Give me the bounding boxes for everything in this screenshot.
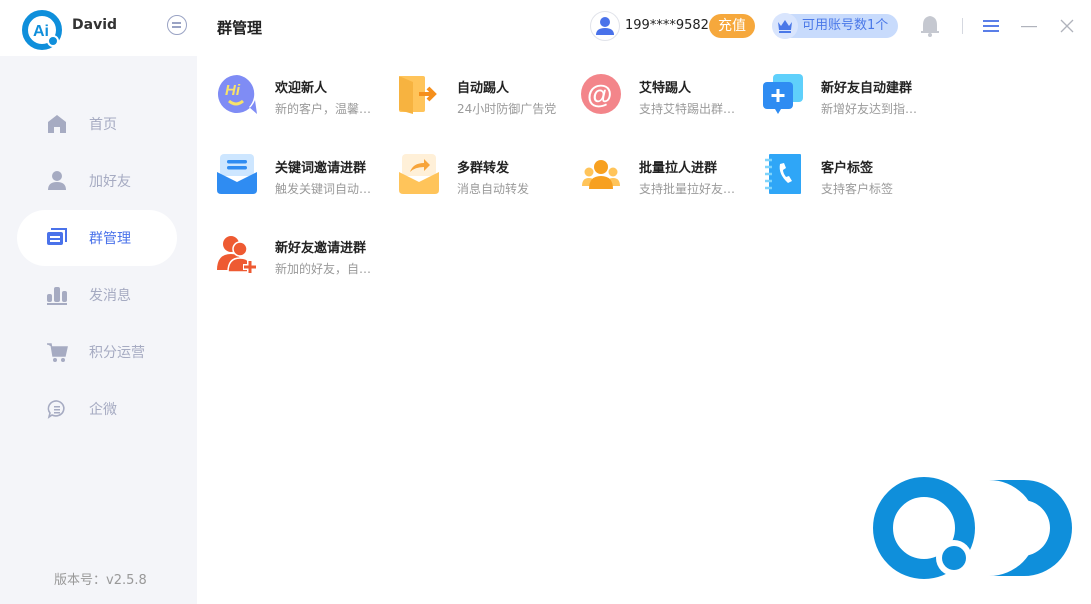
svg-text:Hi: Hi xyxy=(225,82,241,99)
user-icon xyxy=(48,171,66,190)
divider xyxy=(962,18,963,34)
sidebar-item-label: 群管理 xyxy=(89,231,131,247)
top-bar: 群管理 199****9582 充值 可用账号数1个 xyxy=(197,0,1091,56)
group-manage-icon xyxy=(47,228,67,245)
feature-new-friend-invite[interactable]: 新好友邀请进群 新加的好友，自… xyxy=(217,226,397,282)
feature-customer-tag[interactable]: 客户标签 支持客户标签 xyxy=(763,146,943,202)
crown-icon xyxy=(772,13,798,39)
sidebar-item-send-message[interactable]: 发消息 xyxy=(17,267,177,323)
feature-auto-create-group[interactable]: 新好友自动建群 新增好友达到指… xyxy=(763,66,943,122)
sidebar-item-add-friend[interactable]: 加好友 xyxy=(17,153,177,209)
feature-desc: 支持客户标签 xyxy=(821,182,894,196)
forward-envelope-icon xyxy=(399,154,439,194)
feature-desc: 消息自动转发 xyxy=(457,182,530,196)
user-name: David xyxy=(72,17,118,33)
sidebar-item-group-manage[interactable]: 群管理 xyxy=(17,210,177,266)
feature-title: 艾特踢人 xyxy=(639,81,692,96)
qd-watermark-logo xyxy=(873,477,1072,579)
page-title: 群管理 xyxy=(217,19,263,37)
svg-text:@: @ xyxy=(587,79,612,109)
hi-bubble-icon: Hi xyxy=(217,74,257,114)
feature-desc: 支持批量拉好友… xyxy=(639,182,736,196)
feature-title: 批量拉人进群 xyxy=(639,161,718,176)
feature-title: 关键词邀请进群 xyxy=(275,161,367,176)
phone-book-icon xyxy=(765,154,801,194)
sidebar-item-label: 发消息 xyxy=(89,288,131,304)
feature-at-kick[interactable]: @ 艾特踢人 支持艾特踢出群… xyxy=(581,66,761,122)
available-accounts-label: 可用账号数1个 xyxy=(802,18,889,33)
feature-title: 多群转发 xyxy=(457,161,510,176)
feature-multi-forward[interactable]: 多群转发 消息自动转发 xyxy=(399,146,579,202)
svg-text:Ai: Ai xyxy=(33,23,49,40)
menu-icon[interactable] xyxy=(983,16,999,36)
envelope-list-icon xyxy=(217,154,257,194)
sidebar-item-points[interactable]: 积分运营 xyxy=(17,324,177,380)
minimize-icon[interactable] xyxy=(1021,16,1037,36)
user-avatar-icon xyxy=(596,17,614,35)
feature-desc: 支持艾特踢出群… xyxy=(639,102,736,116)
feature-welcome[interactable]: Hi 欢迎新人 新的客户，温馨… xyxy=(217,66,397,122)
sidebar-item-home[interactable]: 首页 xyxy=(17,96,177,152)
sidebar-header: Ai David xyxy=(0,0,197,56)
home-icon xyxy=(48,115,66,133)
feature-title: 欢迎新人 xyxy=(275,81,328,96)
exit-door-icon xyxy=(399,76,437,114)
bar-chart-icon xyxy=(47,287,67,305)
feature-desc: 24小时防御广告党 xyxy=(457,102,557,116)
bell-icon[interactable] xyxy=(919,14,941,38)
sidebar-item-label: 首页 xyxy=(89,117,117,133)
feature-keyword-invite[interactable]: 关键词邀请进群 触发关键词自动… xyxy=(217,146,397,202)
feature-title: 新好友自动建群 xyxy=(821,81,913,96)
feature-title: 自动踢人 xyxy=(457,81,510,96)
sidebar: Ai David 首页 加好友 群管理 发消息 xyxy=(0,0,197,604)
close-icon[interactable] xyxy=(1060,16,1074,36)
version-label: 版本号：v2.5.8 xyxy=(54,573,147,588)
feature-title: 新好友邀请进群 xyxy=(275,241,367,256)
feature-desc: 新加的好友，自… xyxy=(275,262,372,276)
feature-batch-pull[interactable]: 批量拉人进群 支持批量拉好友… xyxy=(581,146,761,202)
avatar[interactable] xyxy=(590,11,620,41)
available-accounts-badge[interactable]: 可用账号数1个 xyxy=(772,13,898,39)
add-user-icon xyxy=(217,236,257,274)
app-logo-icon: Ai xyxy=(22,10,62,50)
people-group-icon xyxy=(582,160,620,189)
phone-number: 199****9582 xyxy=(625,18,709,33)
at-sign-icon: @ xyxy=(581,74,621,114)
switch-account-icon[interactable] xyxy=(167,15,187,35)
recharge-button[interactable]: 充值 xyxy=(709,14,755,38)
cart-icon xyxy=(47,343,68,362)
sidebar-item-label: 企微 xyxy=(89,402,117,418)
chat-icon xyxy=(47,400,65,419)
sidebar-item-label: 加好友 xyxy=(89,174,131,190)
feature-title: 客户标签 xyxy=(821,161,874,176)
feature-grid: Hi 欢迎新人 新的客户，温馨… 自动踢人 24小时防御广告党 @ 艾特踢人 支… xyxy=(197,56,1091,604)
add-chat-icon xyxy=(763,74,803,114)
sidebar-item-label: 积分运营 xyxy=(89,345,145,361)
feature-desc: 触发关键词自动… xyxy=(275,182,372,196)
feature-desc: 新的客户，温馨… xyxy=(275,102,372,116)
feature-auto-kick[interactable]: 自动踢人 24小时防御广告党 xyxy=(399,66,579,122)
sidebar-item-wecom[interactable]: 企微 xyxy=(17,381,177,437)
feature-desc: 新增好友达到指… xyxy=(821,102,918,116)
